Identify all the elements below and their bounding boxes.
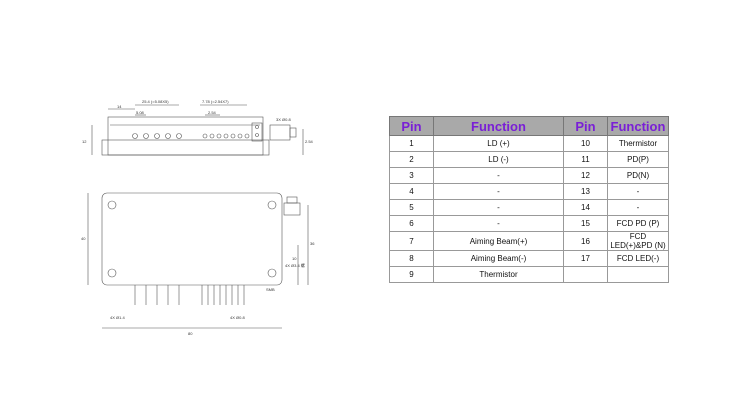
pin-cell: 12 xyxy=(563,167,608,184)
pin-cell: 16 xyxy=(563,231,608,251)
header-pin-2: Pin xyxy=(563,116,608,136)
function-cell: - xyxy=(607,183,669,200)
mechanical-drawing: 14 25.4 (=5.08X5) 7.78 (=2.54X7) 5.08 2.… xyxy=(81,99,315,336)
function-cell: LD (+) xyxy=(433,135,564,152)
pin-cell: 5 xyxy=(389,199,434,216)
function-cell: Thermistor xyxy=(607,135,669,152)
header-function-2: Function xyxy=(607,116,669,136)
function-cell: Aiming Beam(+) xyxy=(433,231,564,251)
dim-4x-0-8: 4X Ø0.8 xyxy=(230,315,245,320)
sma-connector-top xyxy=(269,124,291,141)
dim-smb: SMB xyxy=(266,287,275,292)
dim-10: 10 xyxy=(292,256,297,261)
dim-36: 36 xyxy=(310,241,315,246)
pin-cell: 4 xyxy=(389,183,434,200)
mount-hole-bl xyxy=(107,268,117,278)
function-cell: LD (-) xyxy=(433,151,564,168)
function-cell: FCD LED(+)&PD (N) xyxy=(607,231,669,251)
function-cell: FCD LED(-) xyxy=(607,250,669,267)
pin-cell: 11 xyxy=(563,151,608,168)
function-cell: FCD PD (P) xyxy=(607,215,669,232)
function-cell: PD(N) xyxy=(607,167,669,184)
leads xyxy=(134,285,245,305)
header-function-1: Function xyxy=(433,116,564,136)
table-header-row: Pin Function Pin Function xyxy=(389,116,669,136)
dim-12: 12 xyxy=(82,139,87,144)
pin-cell: 17 xyxy=(563,250,608,267)
function-cell: - xyxy=(433,199,564,216)
pin-cell: 6 xyxy=(389,215,434,232)
mount-hole-br xyxy=(267,268,277,278)
dim-5-08: 5.08 xyxy=(136,110,145,115)
dim-80: 80 xyxy=(188,331,193,336)
dim-40: 40 xyxy=(81,236,86,241)
dim-4x-3-4: 4X Ø3.4 螺 xyxy=(285,262,305,268)
function-cell: - xyxy=(433,167,564,184)
top-view-body xyxy=(107,116,264,156)
function-cell xyxy=(607,266,669,283)
top-view-header xyxy=(101,139,270,156)
mount-hole-tl xyxy=(107,200,117,210)
pin-cell: 1 xyxy=(389,135,434,152)
dim-2-54-side: 2.54 xyxy=(305,139,314,144)
function-cell: Thermistor xyxy=(433,266,564,283)
dim-2-54: 2.54 xyxy=(208,110,217,115)
function-cell: - xyxy=(433,183,564,200)
function-cell: - xyxy=(607,199,669,216)
table-row: 4-13- xyxy=(389,183,669,200)
pin-cell xyxy=(563,266,608,283)
pin-cell: 13 xyxy=(563,183,608,200)
pin-cell: 15 xyxy=(563,215,608,232)
pin-cell: 10 xyxy=(563,135,608,152)
dim-3x-0-8: 3X Ø0.8 xyxy=(276,117,291,122)
pin-cell: 14 xyxy=(563,199,608,216)
function-cell: Aiming Beam(-) xyxy=(433,250,564,267)
table-row: 5-14- xyxy=(389,199,669,216)
mount-hole-tr xyxy=(267,200,277,210)
sma-connector-front xyxy=(283,202,301,216)
dim-25-4: 25.4 (=5.08X5) xyxy=(142,99,169,104)
dim-14: 14 xyxy=(117,104,122,109)
function-cell: PD(P) xyxy=(607,151,669,168)
pin-cell: 8 xyxy=(389,250,434,267)
pin-cell: 7 xyxy=(389,231,434,251)
header-pin-1: Pin xyxy=(389,116,434,136)
front-view-body xyxy=(101,192,283,286)
dim-4x-1-4: 4X Ø1.4 xyxy=(110,315,125,320)
pin-cell: 9 xyxy=(389,266,434,283)
function-cell: - xyxy=(433,215,564,232)
pin-cell: 3 xyxy=(389,167,434,184)
pin-cell: 2 xyxy=(389,151,434,168)
dim-7-78: 7.78 (=2.54X7) xyxy=(202,99,229,104)
